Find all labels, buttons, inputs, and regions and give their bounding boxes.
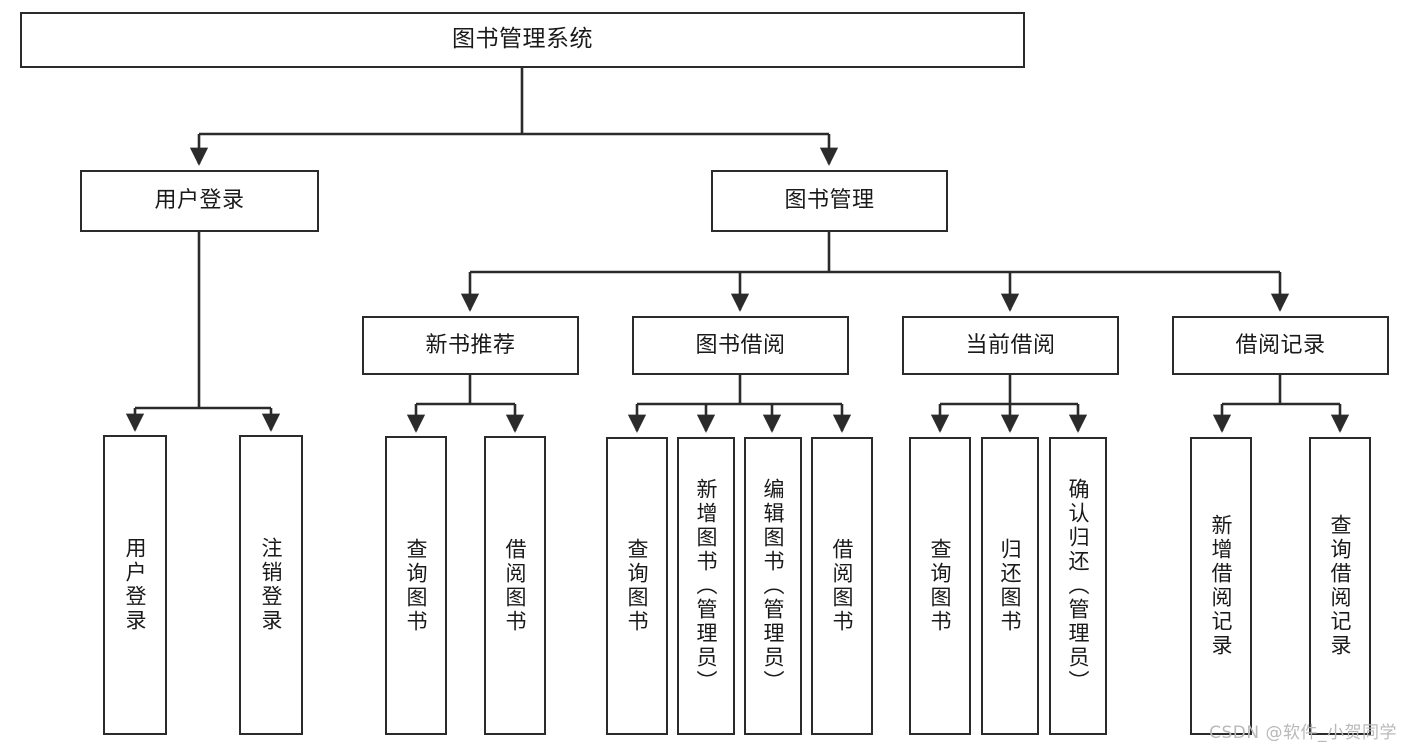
node-borrow-record-label: 借阅记录 [1235, 332, 1326, 358]
node-leaf-user-logout[interactable]: 注销登录 [239, 435, 303, 735]
node-leaf-query-book-3[interactable]: 查询图书 [909, 437, 971, 735]
node-leaf-query-book-3-label: 查询图书 [928, 538, 953, 634]
node-leaf-add-book[interactable]: 新增图书（管理员） [677, 437, 735, 735]
node-root-label: 图书管理系统 [452, 26, 593, 53]
node-leaf-add-record[interactable]: 新增借阅记录 [1190, 437, 1252, 735]
node-leaf-edit-book[interactable]: 编辑图书（管理员） [744, 437, 802, 735]
node-new-book-recommend-label: 新书推荐 [425, 332, 516, 358]
csdn-watermark: CSDN @软件_小贺同学 [1209, 723, 1397, 743]
node-leaf-user-login-label: 用户登录 [123, 537, 148, 633]
node-book-manage[interactable]: 图书管理 [711, 170, 948, 232]
node-leaf-borrow-book-2[interactable]: 借阅图书 [811, 437, 873, 735]
node-leaf-query-book-2[interactable]: 查询图书 [606, 437, 668, 735]
node-leaf-return-book-label: 归还图书 [998, 538, 1023, 634]
node-leaf-query-record-label: 查询借阅记录 [1328, 514, 1353, 658]
node-current-borrow-label: 当前借阅 [965, 332, 1056, 358]
node-user-login-label: 用户登录 [154, 188, 245, 214]
node-root[interactable]: 图书管理系统 [20, 12, 1025, 68]
node-book-borrow[interactable]: 图书借阅 [632, 316, 849, 375]
node-leaf-user-login[interactable]: 用户登录 [103, 435, 167, 735]
node-borrow-record[interactable]: 借阅记录 [1172, 316, 1389, 375]
node-leaf-add-record-label: 新增借阅记录 [1209, 514, 1234, 658]
node-leaf-borrow-book-2-label: 借阅图书 [830, 538, 855, 634]
node-leaf-query-book-1-label: 查询图书 [404, 537, 429, 634]
node-leaf-confirm-return-label: 确认归还（管理员） [1066, 478, 1091, 694]
node-leaf-edit-book-label: 编辑图书（管理员） [761, 478, 786, 694]
node-current-borrow[interactable]: 当前借阅 [902, 316, 1119, 375]
node-leaf-borrow-book-1-label: 借阅图书 [503, 537, 528, 634]
node-leaf-add-book-label: 新增图书（管理员） [694, 478, 719, 694]
node-book-manage-label: 图书管理 [784, 188, 875, 214]
node-leaf-return-book[interactable]: 归还图书 [981, 437, 1039, 735]
node-leaf-borrow-book-1[interactable]: 借阅图书 [484, 436, 546, 735]
node-user-login[interactable]: 用户登录 [80, 170, 319, 232]
node-leaf-user-logout-label: 注销登录 [259, 537, 284, 633]
node-leaf-query-book-1[interactable]: 查询图书 [385, 436, 447, 735]
node-book-borrow-label: 图书借阅 [695, 332, 786, 358]
node-leaf-query-book-2-label: 查询图书 [625, 538, 650, 634]
node-leaf-confirm-return[interactable]: 确认归还（管理员） [1049, 437, 1107, 735]
node-new-book-recommend[interactable]: 新书推荐 [362, 316, 579, 375]
node-leaf-query-record[interactable]: 查询借阅记录 [1309, 437, 1371, 735]
